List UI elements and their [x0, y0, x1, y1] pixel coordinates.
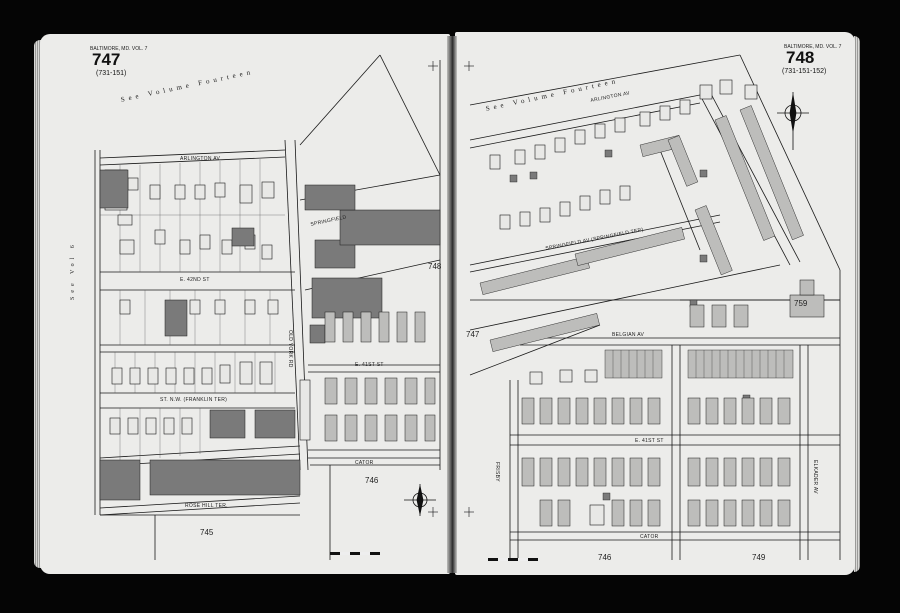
- right-header: BALTIMORE, MD. VOL. 7: [784, 44, 842, 50]
- adjoining-sheet-759: 759: [794, 299, 808, 308]
- street-e41-right: E. 41ST ST: [635, 438, 664, 444]
- left-header: BALTIMORE, MD. VOL. 7: [90, 46, 148, 52]
- adjoining-sheet-749: 749: [752, 553, 766, 562]
- street-e41-left: ST. N.W. (FRANKLIN TER): [160, 397, 228, 403]
- adjoining-sheet-745: 745: [200, 528, 214, 537]
- street-elkader: ELKADER AV: [812, 460, 818, 494]
- sheet-759-block: [789, 279, 825, 318]
- left-side-note: See Vol 6: [70, 241, 76, 300]
- street-e42-left: E. 42ND ST: [180, 277, 210, 283]
- book-gutter: [447, 36, 457, 573]
- street-arlington-left: ARLINGTON AV: [180, 156, 221, 162]
- street-belgian: BELGIAN AV: [612, 332, 645, 338]
- right-sheet-number: 748: [786, 48, 815, 67]
- street-e41-right-block: E. 41ST ST: [355, 362, 384, 368]
- adjoining-sheet-748: 748: [428, 262, 442, 271]
- right-sheet-ref: (731-151-152): [782, 68, 827, 75]
- right-page-edges: [854, 36, 860, 572]
- left-page-edges: [34, 40, 41, 568]
- street-cator-right: CATOR: [640, 534, 659, 540]
- scale-bar-right: [488, 558, 538, 561]
- adjoining-sheet-746-left: 746: [365, 476, 379, 485]
- street-rosehill: ROSE HILL TER.: [185, 503, 228, 509]
- north-arrow-right: [777, 92, 809, 150]
- adjoining-sheet-746-right: 746: [598, 553, 612, 562]
- street-frisby: FRISBY: [494, 462, 500, 482]
- street-cator-left: CATOR: [355, 460, 374, 466]
- left-sheet-number: 747: [92, 50, 121, 69]
- left-sheet-ref: (731-151): [96, 70, 127, 77]
- adjoining-sheet-747: 747: [466, 330, 480, 339]
- street-oldyork: OLD YORK RD: [287, 330, 293, 368]
- north-arrow-left: [404, 484, 436, 516]
- scale-bar-left: [330, 552, 380, 555]
